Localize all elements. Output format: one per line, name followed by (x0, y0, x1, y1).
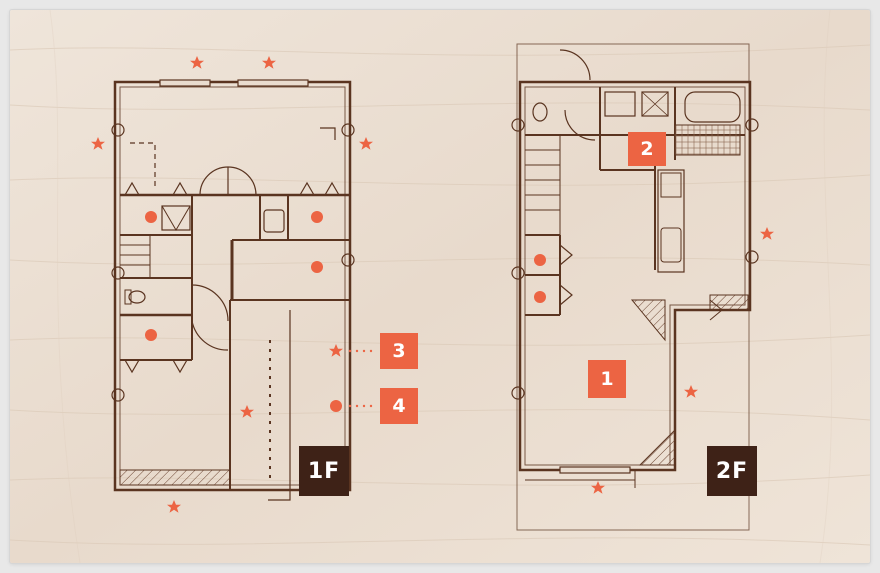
star-icon (591, 481, 605, 494)
second-floor-plan (511, 43, 759, 531)
dot-markers (145, 211, 546, 412)
star-icon (684, 385, 698, 398)
floor-2f-label: 2F (707, 446, 757, 496)
dot-icon (534, 254, 546, 266)
star-icon (167, 500, 181, 513)
star-icon (190, 56, 204, 69)
star-icon (359, 137, 373, 150)
floor-plan-drawing (10, 10, 870, 563)
star-markers (91, 56, 774, 513)
legend-dot-icon (330, 400, 342, 412)
star-icon (240, 405, 254, 418)
dot-icon (311, 211, 323, 223)
star-icon (91, 137, 105, 150)
dot-icon (311, 261, 323, 273)
star-icon (262, 56, 276, 69)
floor-plan-board: 1 2 3 4 1F 2F (10, 10, 870, 563)
legend-star-icon (329, 344, 343, 357)
legend-leaders (348, 349, 373, 408)
room-2-badge: 2 (628, 132, 666, 166)
legend-dot-badge: 4 (380, 388, 418, 424)
dot-icon (145, 329, 157, 341)
room-1-badge: 1 (588, 360, 626, 398)
dot-icon (534, 291, 546, 303)
first-floor-plan (111, 79, 355, 501)
star-icon (760, 227, 774, 240)
floor-1f-label: 1F (299, 446, 349, 496)
dot-icon (145, 211, 157, 223)
legend-star-badge: 3 (380, 333, 418, 369)
